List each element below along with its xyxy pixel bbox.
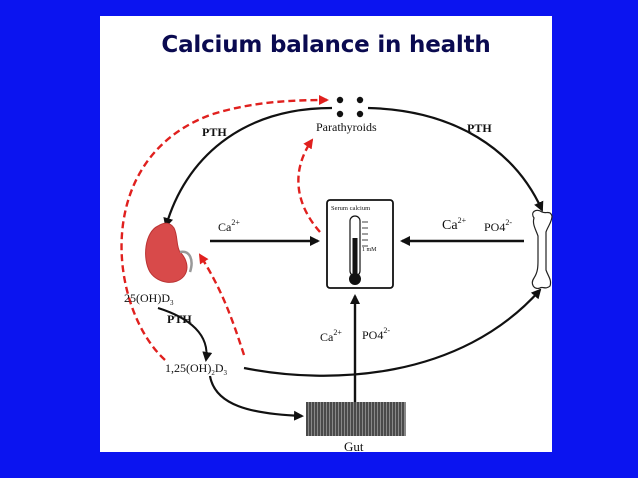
dihydroxy-vitamin-d-label: 1,25(OH)2D3 xyxy=(165,361,228,377)
feedback-arrow-serum xyxy=(297,138,321,233)
gut-villi-icon xyxy=(306,402,406,436)
pth-label-right: PTH xyxy=(467,121,492,135)
pth-arrow-to-bone xyxy=(367,106,544,212)
pth-label-left: PTH xyxy=(202,125,227,139)
slide-title: Calcium balance in health xyxy=(161,32,491,58)
thermometer-scale-label: 1 mM xyxy=(362,247,377,253)
ca-label-right: Ca2+ xyxy=(442,216,467,233)
kidney-icon xyxy=(145,222,193,283)
feedback-arrow-outer xyxy=(120,95,329,361)
vitd-to-gut-arrow xyxy=(208,375,304,421)
thermometer-icon xyxy=(326,199,394,289)
hydroxy-to-dihydroxy-arrow xyxy=(157,307,213,362)
po4-label-right: PO42- xyxy=(484,218,512,234)
ca-label-left: Ca2+ xyxy=(218,218,240,234)
parathyroid-glands-icon xyxy=(336,96,364,118)
po4-label-gut: PO42- xyxy=(362,326,390,342)
parathyroids-label: Parathyroids xyxy=(316,120,377,134)
pth-arrow-to-kidney xyxy=(163,106,333,228)
hydroxy-vitamin-d-label: 25(OH)D3 xyxy=(124,291,174,307)
vitd-to-bone-arrow xyxy=(243,288,542,377)
feedback-arrow-kidney xyxy=(198,253,246,356)
pth-label-lower: PTH xyxy=(167,312,192,326)
ca-label-gut: Ca2+ xyxy=(320,328,342,344)
gut-label: Gut xyxy=(344,439,364,454)
serum-calcium-label: Serum calcium xyxy=(331,205,370,212)
bone-icon xyxy=(531,209,553,289)
